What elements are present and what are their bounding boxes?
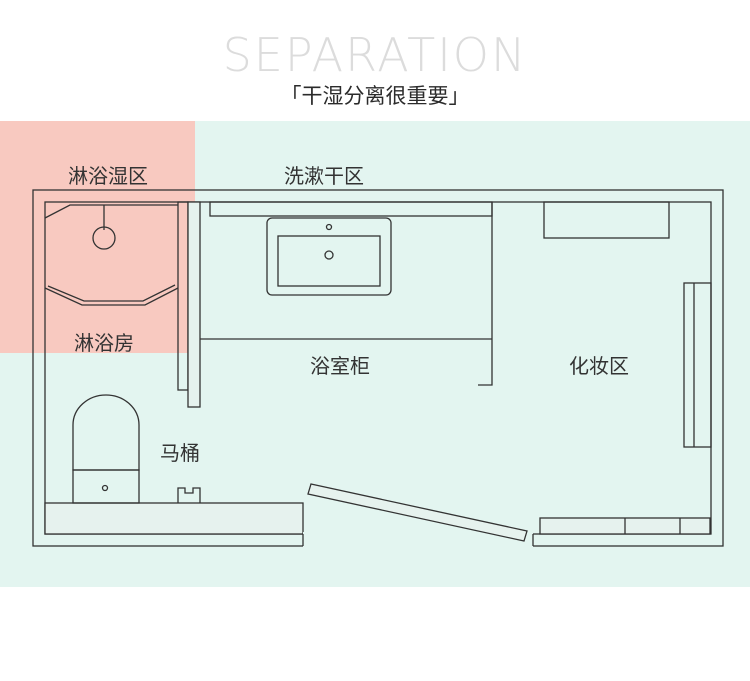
sink-basin bbox=[277, 235, 381, 287]
toilet-bowl bbox=[72, 394, 140, 471]
paper-holder bbox=[177, 487, 201, 503]
sink-outer bbox=[266, 217, 392, 296]
toilet-tank bbox=[72, 469, 140, 504]
door-gap bbox=[303, 532, 533, 548]
label-vanity-cabinet: 浴室柜 bbox=[310, 354, 370, 378]
label-toilet: 马桶 bbox=[160, 441, 200, 465]
heading-en: SEPARATION bbox=[222, 28, 528, 82]
heading-zh: 「干湿分离很重要」 bbox=[280, 84, 470, 108]
flush-button bbox=[101, 484, 109, 492]
makeup-shelf bbox=[683, 282, 712, 448]
label-makeup-zone: 化妆区 bbox=[569, 354, 629, 378]
drain bbox=[324, 250, 334, 260]
shower-enclosure-top bbox=[44, 204, 178, 219]
label-wash-dry-zone: 洗漱干区 bbox=[284, 164, 364, 188]
bottom-ledge-left bbox=[44, 502, 304, 535]
label-shower-room: 淋浴房 bbox=[74, 331, 134, 355]
shower-partition-wall bbox=[187, 201, 201, 408]
label-shower-wet-zone: 淋浴湿区 bbox=[68, 164, 148, 188]
shower-enclosure-bottom-inner bbox=[47, 284, 176, 302]
faucet bbox=[325, 223, 333, 231]
vanity-cabinet-side bbox=[478, 202, 493, 386]
shower-enclosure-bottom bbox=[44, 287, 179, 306]
shower-head bbox=[92, 226, 116, 250]
walls bbox=[32, 189, 724, 548]
door-leaf bbox=[307, 483, 528, 542]
makeup-cabinet bbox=[543, 201, 670, 239]
wet-zone-background bbox=[0, 121, 195, 353]
